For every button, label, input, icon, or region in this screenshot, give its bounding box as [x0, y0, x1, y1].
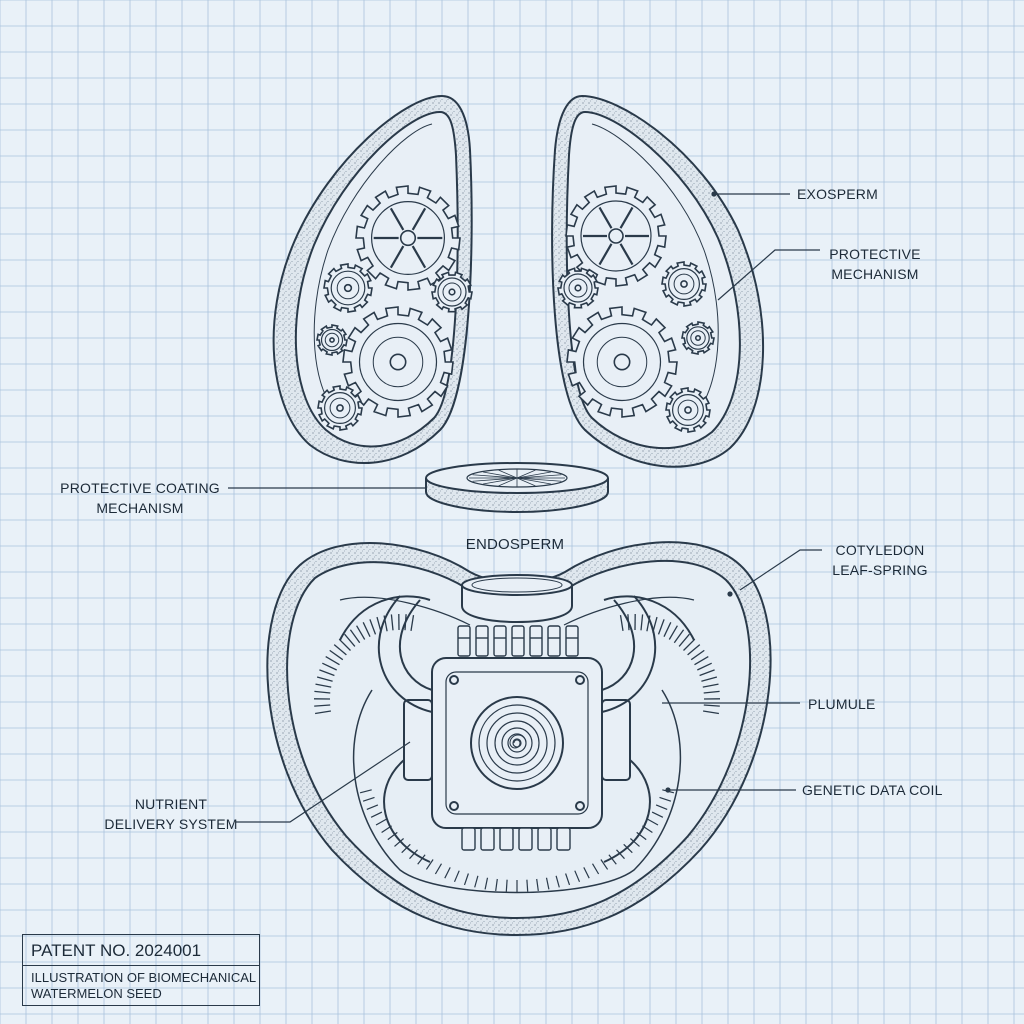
label-genetic-data-coil: GENETIC DATA COIL: [802, 782, 943, 798]
gear: [565, 185, 667, 287]
label-protective-mechanism: PROTECTIVE MECHANISM: [829, 246, 921, 282]
left-gear-cluster: [316, 185, 473, 431]
label-protective-coating-mechanism: PROTECTIVE COATING MECHANISM: [60, 480, 220, 516]
protective-coating-disc: [425, 462, 609, 514]
patent-divider: [23, 965, 259, 966]
gear: [316, 324, 348, 356]
genetic-data-coil: [359, 789, 675, 892]
leader-lines: [228, 191, 822, 823]
label-exosperm: EXOSPERM: [797, 186, 878, 202]
patent-description: ILLUSTRATION OF BIOMECHANICAL WATERMELON…: [31, 970, 256, 1001]
gear: [661, 261, 707, 307]
cotyledon-leaf-springs: [313, 595, 721, 715]
bottom-pins: [461, 827, 571, 851]
gear: [557, 267, 599, 309]
gear: [342, 306, 454, 418]
plumule-module: [403, 657, 631, 829]
connector-pins: [457, 625, 579, 657]
label-endosperm: ENDOSPERM: [465, 536, 565, 553]
label-nutrient-delivery-system: NUTRIENT DELIVERY SYSTEM: [104, 796, 238, 832]
gear: [681, 321, 715, 355]
gear: [665, 387, 711, 433]
label-cotyledon-leaf-spring: COTYLEDON LEAF-SPRING: [832, 542, 928, 578]
gear: [566, 306, 678, 418]
gear: [431, 271, 473, 313]
right-gear-cluster: [557, 185, 715, 433]
gear: [323, 263, 373, 313]
label-plumule: PLUMULE: [808, 696, 876, 712]
patent-number: PATENT NO. 2024001: [31, 941, 202, 960]
patent-title-block: PATENT NO. 2024001 ILLUSTRATION OF BIOME…: [22, 934, 260, 1006]
gear: [317, 385, 363, 431]
gear: [355, 185, 461, 291]
top-ring: [461, 574, 573, 624]
